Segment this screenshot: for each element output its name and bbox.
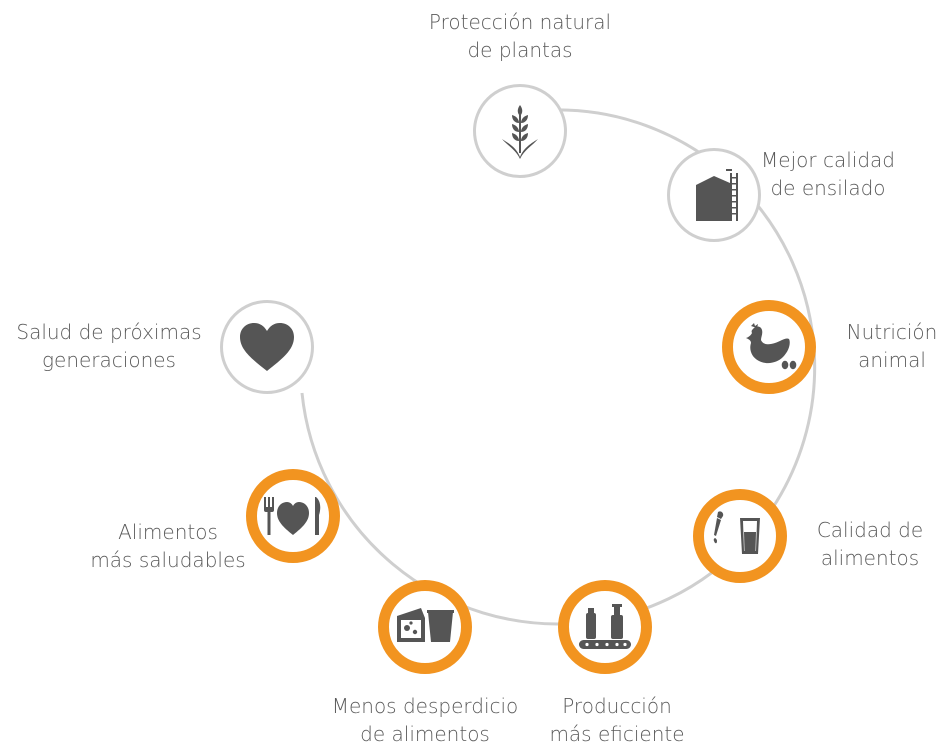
node-food-quality bbox=[693, 489, 787, 583]
node-efficient-production bbox=[558, 580, 652, 674]
label-silage-quality: Mejor calidad de ensilado bbox=[761, 148, 895, 200]
hen-icon bbox=[746, 323, 797, 370]
node-animal-nutrition bbox=[722, 300, 816, 394]
node-silage-quality bbox=[667, 148, 761, 242]
label-food-quality: Calidad de alimentos bbox=[816, 518, 924, 570]
node-less-food-waste bbox=[378, 580, 472, 674]
label-efficient-production: Producción más eficiente bbox=[549, 694, 685, 746]
label-next-generations: Salud de próximas generaciones bbox=[16, 320, 202, 372]
heart-icon bbox=[240, 323, 294, 371]
label-less-food-waste: Menos desperdicio de alimentos bbox=[331, 694, 519, 746]
node-next-generations bbox=[220, 300, 314, 394]
fork-heart-knife-icon bbox=[264, 497, 321, 535]
label-plant-protection: Protección natural de plantas bbox=[428, 10, 612, 62]
node-plant-protection bbox=[473, 84, 567, 178]
conveyor-bottles-icon bbox=[579, 604, 631, 649]
wheat-icon bbox=[502, 105, 538, 159]
cheese-cup-icon bbox=[397, 608, 454, 642]
node-healthier-food bbox=[246, 469, 340, 563]
silo-icon bbox=[696, 169, 738, 221]
dropper-glass-icon bbox=[713, 511, 760, 554]
label-healthier-food: Alimentos más saludables bbox=[90, 520, 246, 572]
label-animal-nutrition: Nutrición animal bbox=[846, 320, 938, 372]
